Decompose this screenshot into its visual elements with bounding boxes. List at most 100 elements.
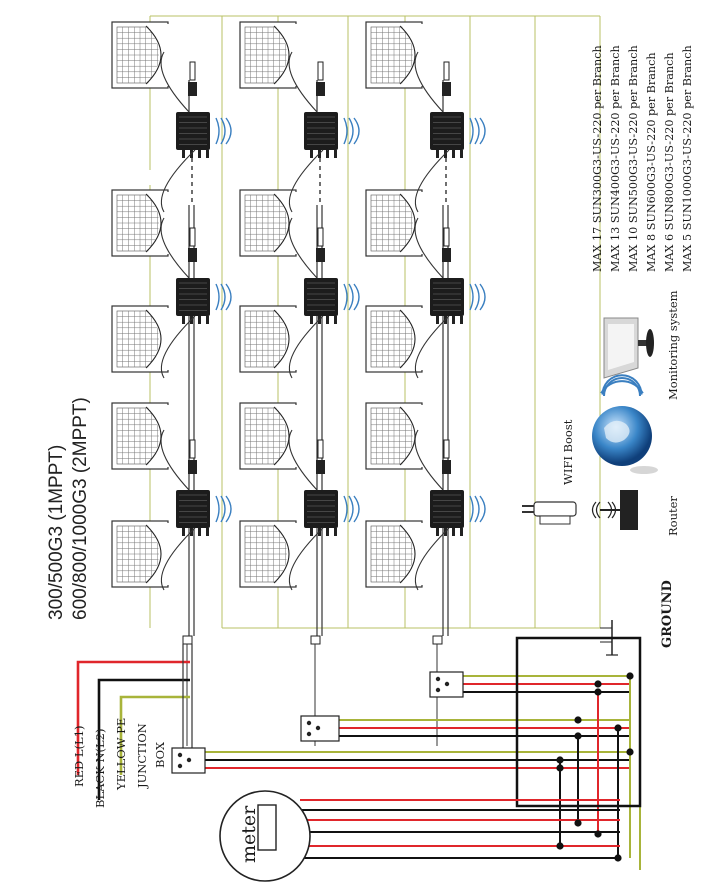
panel-mask bbox=[400, 192, 424, 254]
meter-wiring bbox=[300, 799, 622, 862]
router-signal bbox=[611, 501, 617, 519]
inverter-leg bbox=[452, 150, 455, 158]
solar-panel-icon bbox=[365, 189, 424, 257]
connector-sleeve bbox=[189, 61, 196, 81]
monitoring-label: Monitoring system bbox=[666, 290, 680, 400]
panel-cable bbox=[145, 309, 162, 369]
microinverter-icon bbox=[160, 429, 210, 591]
panel-cable bbox=[273, 309, 290, 369]
panel-mask bbox=[146, 192, 170, 254]
monitor-stand bbox=[646, 329, 654, 357]
wifi-boost-label: WIFI Boost bbox=[561, 419, 575, 485]
inverter-leg bbox=[206, 316, 209, 324]
connector-sleeve bbox=[443, 439, 450, 459]
signal-arc bbox=[348, 117, 354, 145]
microinverter-icon bbox=[160, 51, 210, 213]
inverter-leg bbox=[182, 150, 185, 158]
panel-lead bbox=[414, 527, 450, 591]
router-icon bbox=[591, 490, 638, 530]
solar-panel-icon bbox=[111, 21, 170, 89]
connector bbox=[442, 82, 451, 96]
junction-box-label-2: BOX bbox=[153, 741, 167, 768]
connector-sleeve bbox=[317, 227, 324, 247]
solar-panel-icon bbox=[365, 21, 424, 89]
inverter-leg bbox=[326, 528, 329, 536]
panel-lead bbox=[288, 51, 318, 113]
solar-panel-icon bbox=[239, 520, 298, 588]
signal-arc bbox=[343, 495, 348, 523]
branch-limit-2: MAX 13 SUN400G3-US-220 per Branch bbox=[609, 45, 622, 272]
panel-cable bbox=[399, 524, 416, 584]
inverter-leg bbox=[334, 150, 337, 158]
connector-sleeve bbox=[317, 61, 324, 81]
inverter-leg bbox=[460, 528, 463, 536]
solar-panel-icon bbox=[365, 520, 424, 588]
solar-panel-icon bbox=[239, 21, 298, 89]
monitor-neck bbox=[638, 340, 648, 346]
wifi-signal-icon bbox=[343, 283, 360, 311]
yellow-wire-legend bbox=[119, 695, 190, 775]
terminal-cap bbox=[432, 635, 443, 645]
panel-cable bbox=[273, 524, 290, 584]
inverter-body bbox=[304, 278, 338, 316]
inverter-leg bbox=[326, 316, 329, 324]
microinverter-icon bbox=[414, 51, 464, 213]
solar-panel-icon bbox=[111, 305, 170, 373]
branch-limit-3: MAX 10 SUN500G3-US-220 per Branch bbox=[627, 45, 640, 272]
panel-cable bbox=[145, 406, 162, 466]
signal-arc bbox=[479, 117, 486, 145]
signal-arc bbox=[215, 117, 220, 145]
signal-arc bbox=[225, 283, 232, 311]
inverter-leg bbox=[310, 316, 313, 324]
router-signal bbox=[591, 501, 597, 519]
panel-lead bbox=[160, 51, 190, 113]
branch-limit-6: MAX 5 SUN1000G3-US-220 per Branch bbox=[681, 45, 694, 272]
bus-dot bbox=[626, 672, 634, 680]
connector bbox=[188, 248, 197, 262]
inverter-leg bbox=[436, 316, 439, 324]
bus-dot bbox=[574, 732, 582, 740]
panel-mask bbox=[400, 405, 424, 467]
inverter-body bbox=[176, 112, 210, 150]
wifi-signal-icon bbox=[215, 117, 232, 145]
panel-lead bbox=[288, 527, 324, 591]
signal-arc bbox=[353, 283, 360, 311]
inverter-leg bbox=[182, 316, 185, 324]
connector-sleeve bbox=[443, 227, 450, 247]
panel-lead bbox=[288, 149, 324, 213]
microinverter-icon bbox=[288, 217, 338, 379]
bus-dot bbox=[556, 764, 564, 772]
inverter-leg bbox=[436, 150, 439, 158]
junction-terminal bbox=[315, 725, 321, 731]
panel-cable bbox=[273, 193, 290, 253]
inverter-body bbox=[176, 490, 210, 528]
panel-enclosure bbox=[515, 636, 642, 808]
junction-terminal bbox=[306, 731, 312, 737]
bus-dot bbox=[594, 688, 602, 696]
panel-cable bbox=[399, 309, 416, 369]
meter-display bbox=[257, 804, 277, 851]
bus-dot bbox=[626, 748, 634, 756]
continuation-dashes bbox=[191, 150, 447, 205]
panel-cable bbox=[399, 406, 416, 466]
panel-mask bbox=[274, 308, 298, 370]
panel-cable bbox=[273, 406, 290, 466]
branch-limit-5: MAX 6 SUN800G3-US-220 per Branch bbox=[663, 52, 676, 272]
bus-dot bbox=[574, 819, 582, 827]
inverter-leg bbox=[436, 528, 439, 536]
solar-panel-icon bbox=[111, 189, 170, 257]
signal-arc bbox=[225, 117, 232, 145]
router-signal bbox=[607, 501, 613, 519]
panel-mask bbox=[274, 24, 298, 86]
signal-arc bbox=[469, 495, 474, 523]
router-body bbox=[620, 490, 638, 530]
wifi-signal-icon bbox=[343, 495, 360, 523]
branch-limit-1: MAX 17 SUN300G3-US-220 per Branch bbox=[591, 45, 604, 272]
connector-sleeve bbox=[443, 61, 450, 81]
signal-arc bbox=[600, 380, 644, 394]
wifi-signal-icon bbox=[215, 495, 232, 523]
branch-limit-4: MAX 8 SUN600G3-US-220 per Branch bbox=[645, 52, 658, 272]
inverter-leg bbox=[310, 528, 313, 536]
inverter-leg bbox=[452, 528, 455, 536]
